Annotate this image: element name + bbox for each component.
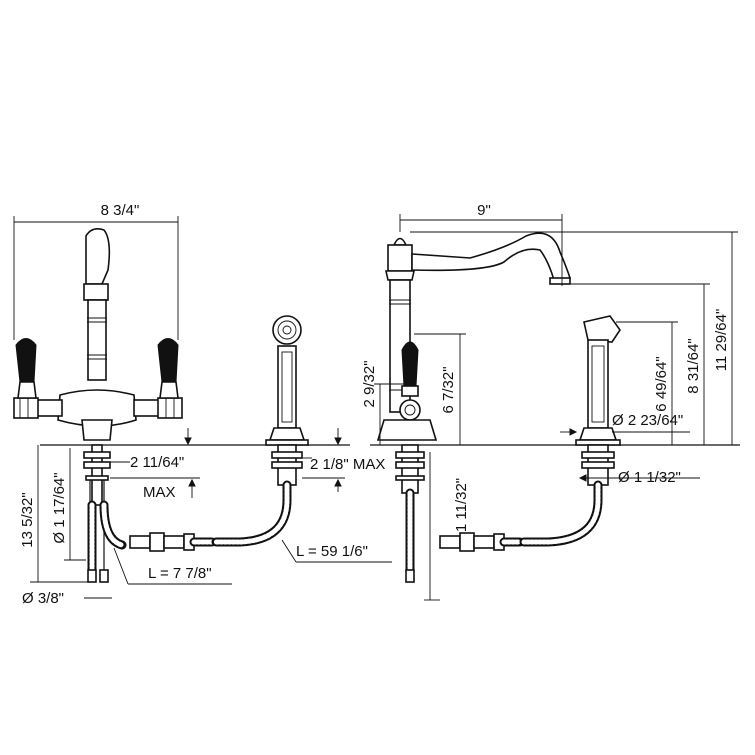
side-spray-front [211,315,309,547]
side-spray-side [519,315,621,547]
dim-shank-nut-dia: Ø 1 17/64" [51,448,86,561]
total-height-label: 11 29/64" [713,309,730,372]
spout-height-label: 8 31/64" [685,338,702,393]
spray-hose-length-label: L = 59 1/6" [296,543,368,560]
spray-dia-bottom-label: Ø 1 1/32" [618,469,681,486]
shank-nut-dia-label: Ø 1 17/64" [51,472,68,543]
spray-deck-max-label: 2 1/8" MAX [310,456,385,473]
dim-handle-height: 2 9/32" [361,360,404,445]
shank-height-label: 13 5/32" [19,492,36,547]
dim-spray-deck: 2 1/8" MAX [302,428,385,492]
dim-shank-height: 13 5/32" [19,445,88,583]
spray-height-label: 6 49/64" [653,356,670,411]
dim-supply-dia: Ø 3/8" [22,590,112,607]
dim-shank-length: 1 11/32" [424,452,470,601]
dim-reach: 9" [399,202,563,286]
width-two-handle-label: 8 3/4" [101,202,140,219]
dim-spout-height: 8 31/64" [570,283,710,445]
dim-lever-height: 6 7/32" [414,333,466,445]
spray-dia-top-label: Ø 2 23/64" [612,412,683,429]
dim-width-two-handle: 8 3/4" [13,202,179,340]
dim-spray-hose-length: L = 59 1/6" [281,539,392,563]
dim-deck-thickness: 2 11/64" MAX [110,428,200,501]
shank-length-label: 1 11/32" [453,478,470,532]
dim-spray-dia-top: Ø 2 23/64" [560,412,690,436]
handle-height-label: 2 9/32" [361,360,378,407]
supply-dia-label: Ø 3/8" [22,590,64,607]
two-handle-faucet [13,228,217,583]
supply-length-label: L = 7 7/8" [148,565,212,582]
dim-total-height: 11 29/64" [410,231,738,445]
dim-supply-length: L = 7 7/8" [113,547,232,585]
dim-spray-height: 6 49/64" [616,321,678,445]
deck-thickness-label: 2 11/64" [130,454,184,471]
lever-height-label: 6 7/32" [440,366,457,413]
single-lever-faucet-side [376,232,572,583]
reach-label: 9" [477,202,491,219]
dim-spray-dia-bottom: Ø 1 1/32" [578,469,700,486]
deck-max-label: MAX [143,484,176,501]
